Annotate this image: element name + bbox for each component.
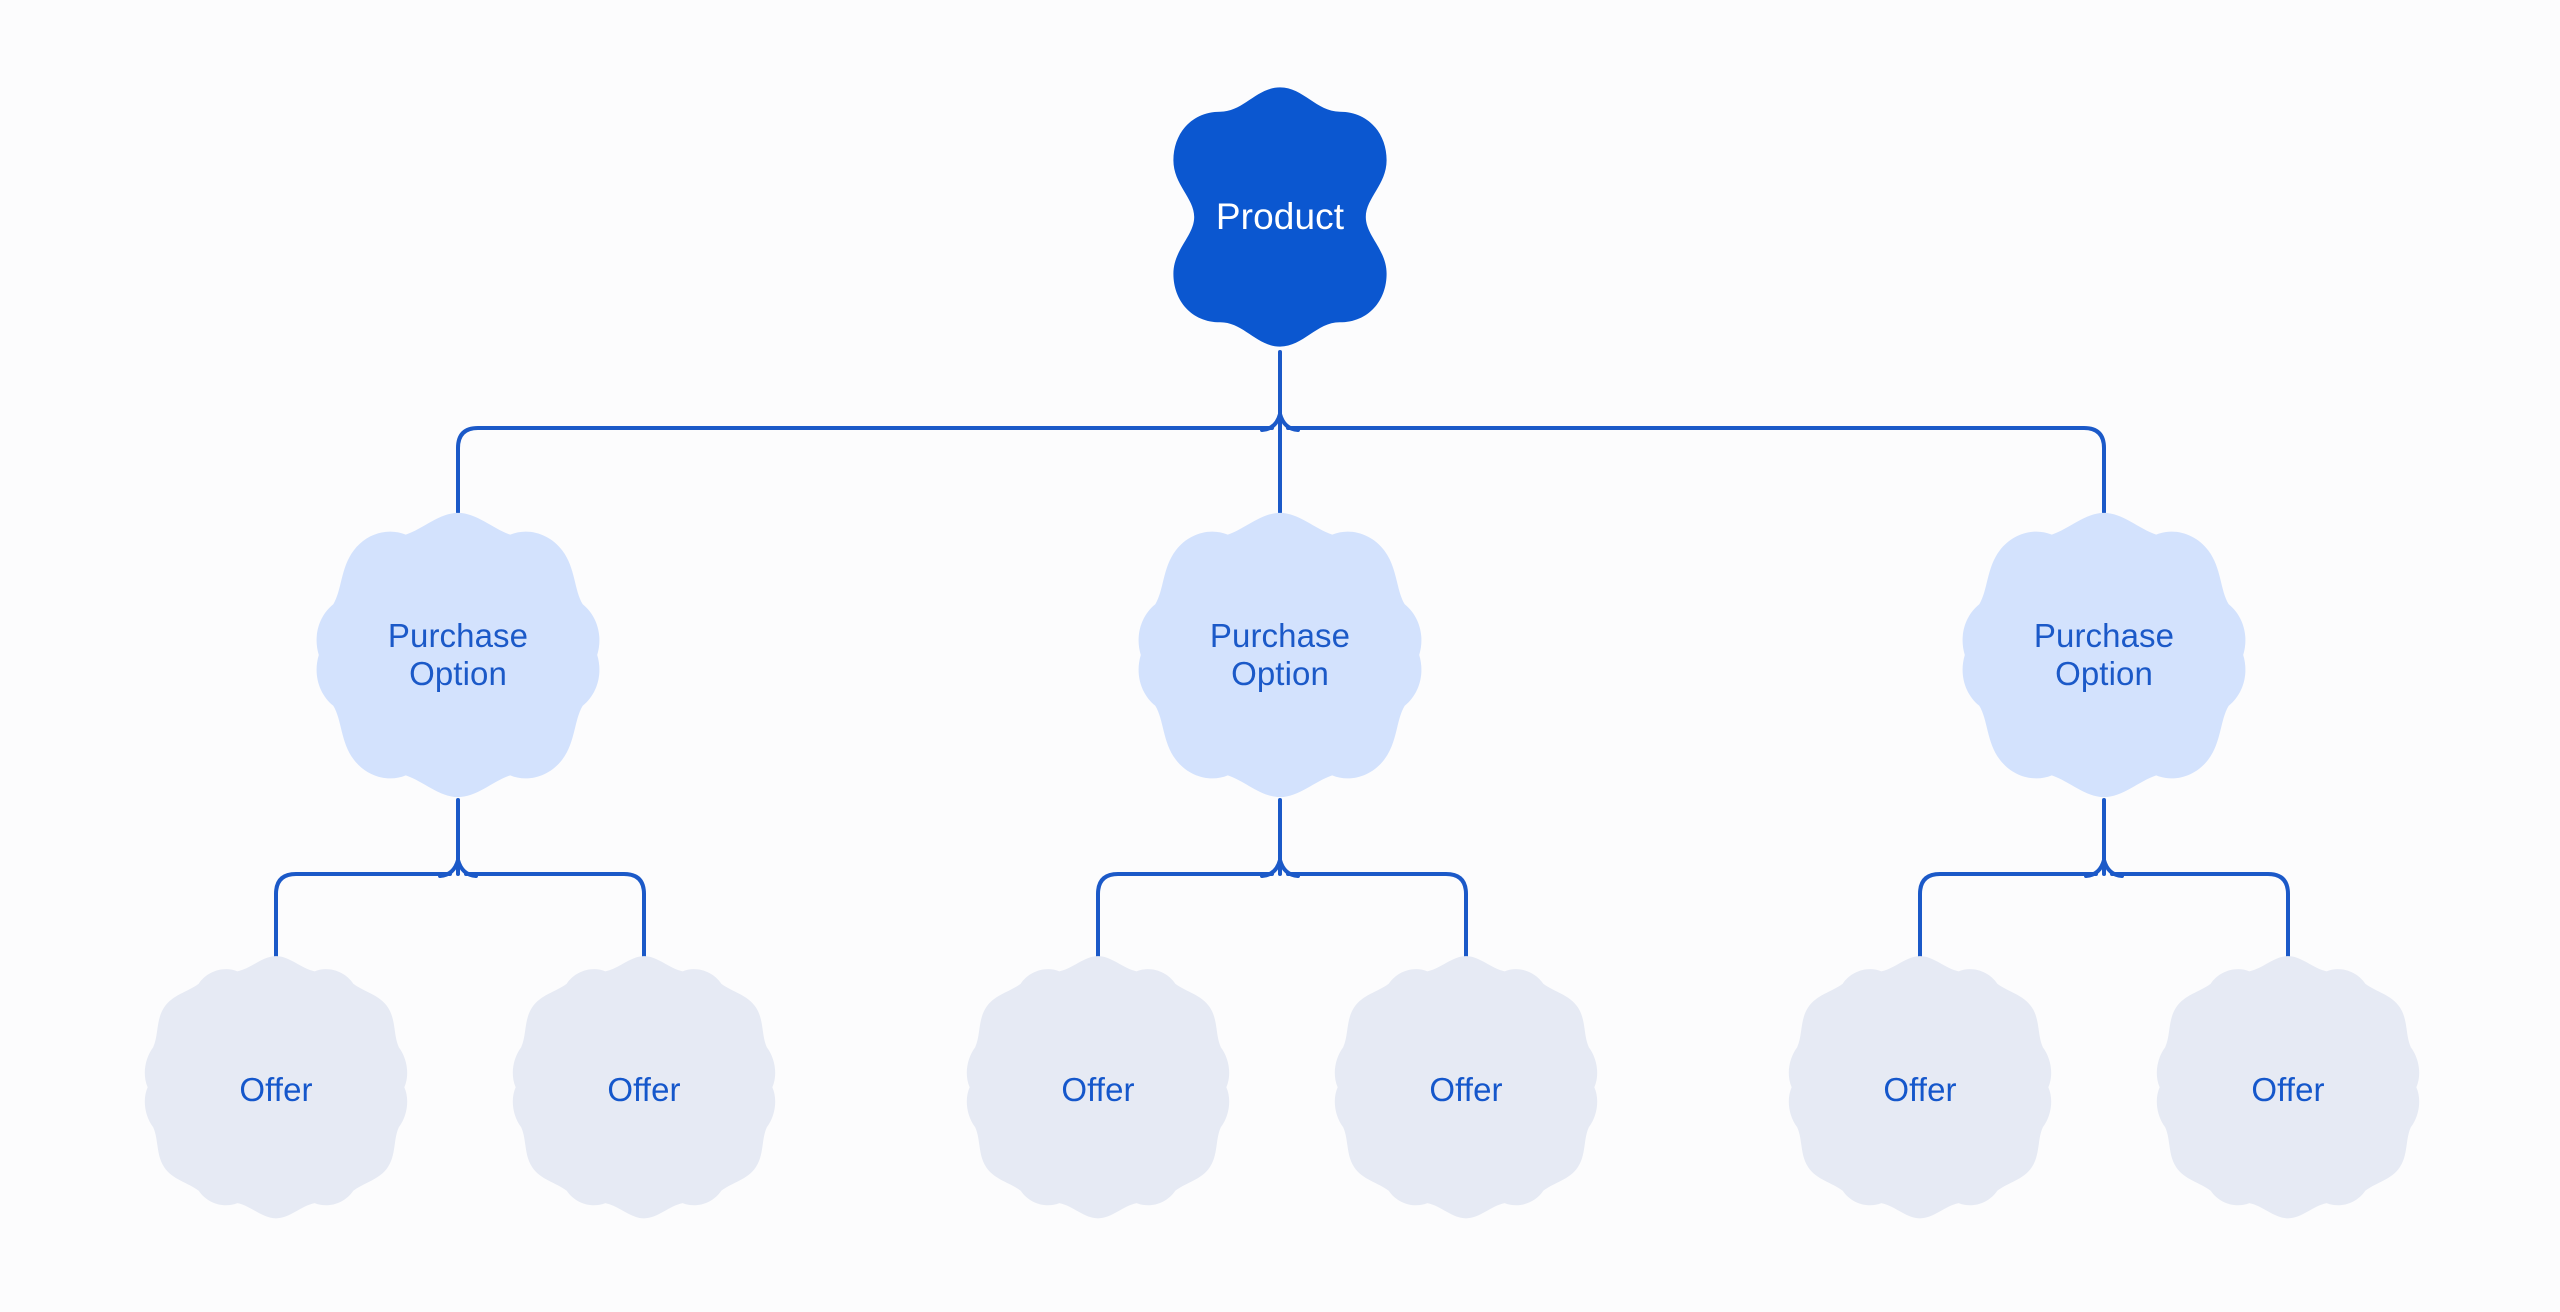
offer-node-3[interactable]: Offer	[960, 952, 1236, 1228]
edge-option-3-to-offer-6	[2110, 872, 2290, 962]
product-node-label: Product	[1215, 195, 1345, 237]
offer-node-label: Offer	[607, 1070, 681, 1108]
purchase-option-node-shape	[1138, 512, 1422, 798]
edge-option-2-junction	[1260, 858, 1300, 878]
offer-node-label: Offer	[1883, 1070, 1957, 1108]
purchase-option-node-1[interactable]: Purchase Option	[308, 510, 608, 800]
product-node-shape	[1173, 87, 1387, 347]
purchase-option-node-label: Purchase Option	[2033, 616, 2175, 692]
purchase-option-node-3[interactable]: Purchase Option	[1954, 510, 2254, 800]
edge-option-2-to-offer-4	[1286, 872, 1468, 962]
offer-node-shape	[966, 956, 1230, 1219]
edge-option-2-to-offer-3	[1096, 872, 1274, 962]
offer-node-shape	[2156, 956, 2420, 1219]
edge-option-1-to-offer-1	[274, 872, 452, 962]
edge-option-3-to-offer-5	[1918, 872, 2098, 962]
offer-node-shape	[1334, 956, 1598, 1219]
edge-product-to-option-1	[456, 426, 1274, 514]
offer-node-4[interactable]: Offer	[1328, 952, 1604, 1228]
purchase-option-node-shape	[316, 512, 600, 798]
edge-product-bus-junction	[1260, 412, 1300, 432]
purchase-option-node-label: Purchase Option	[387, 616, 529, 692]
offer-node-label: Offer	[239, 1070, 313, 1108]
offer-node-6[interactable]: Offer	[2150, 952, 2426, 1228]
edge-product-to-option-3	[1286, 426, 2106, 514]
offer-node-shape	[512, 956, 776, 1219]
offer-node-label: Offer	[1061, 1070, 1135, 1108]
offer-node-shape	[144, 956, 408, 1219]
edge-option-1-to-offer-2	[464, 872, 646, 962]
edge-option-3-junction	[2084, 858, 2124, 878]
purchase-option-node-2[interactable]: Purchase Option	[1130, 510, 1430, 800]
offer-node-shape	[1788, 956, 2052, 1219]
product-node[interactable]: Product	[1150, 82, 1410, 352]
purchase-option-node-label: Purchase Option	[1209, 616, 1351, 692]
offer-node-label: Offer	[1429, 1070, 1503, 1108]
edge-option-1-junction	[438, 858, 478, 878]
offer-node-label: Offer	[2251, 1070, 2325, 1108]
purchase-option-node-shape	[1962, 512, 2246, 798]
offer-node-2[interactable]: Offer	[506, 952, 782, 1228]
offer-node-5[interactable]: Offer	[1782, 952, 2058, 1228]
offer-node-1[interactable]: Offer	[138, 952, 414, 1228]
